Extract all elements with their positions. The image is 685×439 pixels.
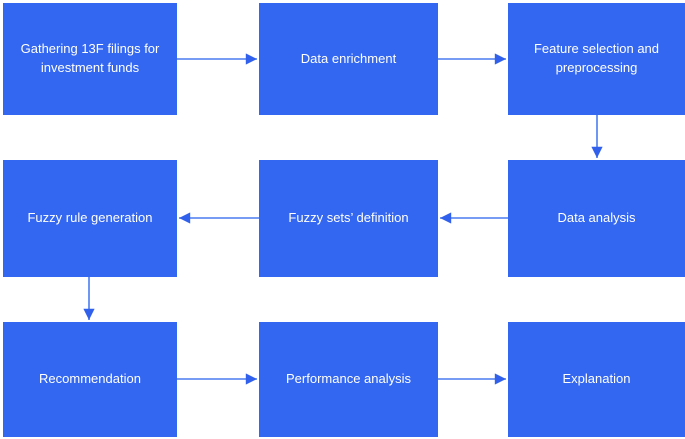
node-label: Feature selection and preprocessing [533, 41, 660, 75]
node-label: Fuzzy sets’ definition [288, 210, 409, 226]
node-label: Data analysis [557, 210, 636, 226]
node-label: Performance analysis [286, 371, 411, 387]
node-label: Recommendation [39, 371, 141, 387]
node-label: Fuzzy rule generation [27, 210, 153, 226]
node-feature-selection-preprocessing: Feature selection and preprocessing [508, 3, 685, 115]
node-performance-analysis: Performance analysis [259, 322, 438, 437]
node-gathering-13f-filings: Gathering 13F filings for investment fun… [3, 3, 177, 115]
node-explanation: Explanation [508, 322, 685, 437]
node-data-enrichment: Data enrichment [259, 3, 438, 115]
node-fuzzy-sets-definition: Fuzzy sets’ definition [259, 160, 438, 277]
node-label: Explanation [562, 371, 631, 387]
node-recommendation: Recommendation [3, 322, 177, 437]
node-fuzzy-rule-generation: Fuzzy rule generation [3, 160, 177, 277]
node-label: Data enrichment [300, 50, 397, 66]
node-data-analysis: Data analysis [508, 160, 685, 277]
node-label: Gathering 13F filings for investment fun… [20, 41, 160, 75]
